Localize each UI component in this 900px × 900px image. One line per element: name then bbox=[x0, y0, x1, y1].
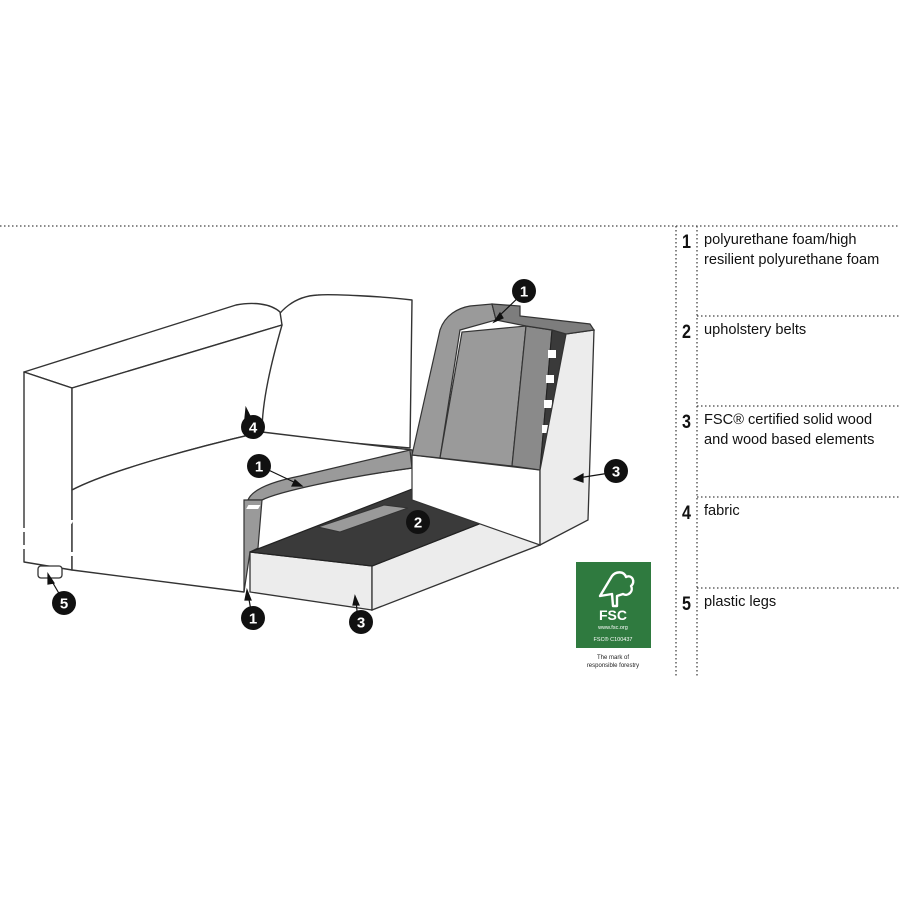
dotted-frame bbox=[0, 225, 900, 676]
callout-marker-5: 5 bbox=[52, 591, 76, 615]
legend-number: 4 bbox=[682, 503, 691, 524]
callout-number: 1 bbox=[255, 459, 263, 476]
legend-number: 1 bbox=[682, 232, 691, 253]
legend-text: FSC® certified solid wood and wood based… bbox=[704, 412, 875, 448]
callout-marker-1: 1 bbox=[241, 606, 265, 630]
legend-number: 3 bbox=[682, 412, 691, 433]
legend-text: fabric bbox=[704, 503, 740, 519]
legend-number: 5 bbox=[682, 594, 691, 615]
fsc-license: FSC® C100437 bbox=[594, 636, 633, 643]
fsc-letters: FSC bbox=[599, 607, 627, 623]
callout-circle bbox=[512, 279, 536, 303]
callout-marker-3: 3 bbox=[604, 459, 628, 483]
callout-circle bbox=[349, 610, 373, 634]
fsc-logo: FSC www.fsc.org FSC® C100437 The mark of… bbox=[576, 562, 651, 669]
legend-text: upholstery belts bbox=[704, 322, 807, 338]
seat-foam-layer bbox=[247, 449, 413, 501]
backrest-wood-frame bbox=[539, 329, 595, 547]
legend-number: 2 bbox=[682, 322, 691, 343]
callout-circle bbox=[52, 591, 76, 615]
backrest-foam-outer bbox=[411, 303, 497, 459]
callout-number: 1 bbox=[520, 284, 528, 301]
legend-text: polyurethane foam/high resilient polyure… bbox=[704, 232, 880, 268]
callout-marker-1: 1 bbox=[512, 279, 536, 303]
callout-number: 3 bbox=[612, 464, 620, 481]
callout-markers: 1 1 1 2 3 3 4 5 bbox=[52, 279, 628, 634]
callout-circle bbox=[406, 510, 430, 534]
callout-marker-4: 4 bbox=[241, 415, 265, 439]
fsc-tree-icon bbox=[598, 571, 635, 608]
callout-number: 4 bbox=[249, 420, 258, 437]
callout-number: 3 bbox=[357, 615, 365, 632]
callout-marker-1: 1 bbox=[247, 454, 271, 478]
callout-circle bbox=[241, 606, 265, 630]
callout-marker-3: 3 bbox=[349, 610, 373, 634]
seat-cushion-block bbox=[315, 504, 409, 533]
backrest-belt-gaps bbox=[542, 350, 556, 433]
fsc-url: www.fsc.org bbox=[597, 625, 628, 631]
backrest-top bbox=[491, 303, 596, 335]
belt-gaps bbox=[12, 505, 261, 556]
callout-number: 1 bbox=[249, 611, 257, 628]
legend-text: plastic legs bbox=[704, 594, 777, 610]
callout-number: 5 bbox=[60, 596, 68, 613]
callout-circle bbox=[247, 454, 271, 478]
fsc-caption-line1: The mark of bbox=[597, 655, 629, 661]
callout-arrows bbox=[47, 291, 617, 623]
callout-number: 2 bbox=[414, 515, 422, 532]
callout-circle bbox=[604, 459, 628, 483]
callout-circle bbox=[241, 415, 265, 439]
fsc-caption-line2: responsible forestry bbox=[587, 663, 639, 669]
callout-marker-2: 2 bbox=[406, 510, 430, 534]
